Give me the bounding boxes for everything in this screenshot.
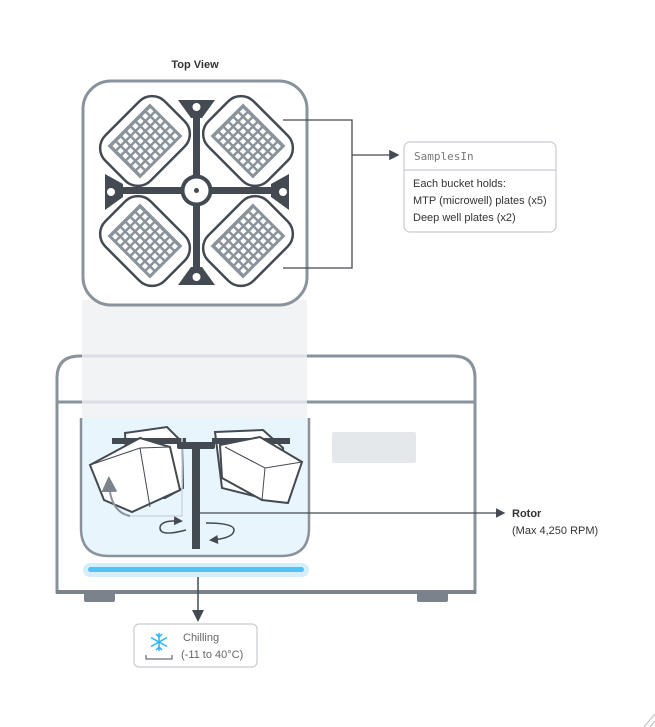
bucket-left <box>88 425 186 517</box>
samples-bracket <box>283 119 353 269</box>
foot-left <box>84 593 115 602</box>
chilling-range: (-11 to 40°C) <box>181 649 243 661</box>
chilling-label: Chilling <box>183 632 219 644</box>
samples-line-2: MTP (microwell) plates (x5) <box>413 195 547 207</box>
samples-line-1: Each bucket holds: <box>413 178 506 190</box>
resize-grip-icon <box>643 713 655 727</box>
bucket-top-left <box>98 94 192 188</box>
bucket-bottom-left <box>98 194 192 288</box>
chilling-element <box>88 567 304 572</box>
projection-beam <box>82 300 307 420</box>
top-view <box>81 79 309 307</box>
rotor-chamber <box>79 418 311 558</box>
bucket-right <box>212 428 304 505</box>
rotor-label: Rotor <box>512 508 542 520</box>
rotor-hub <box>177 442 215 449</box>
bucket-top-right <box>201 94 295 188</box>
display-panel <box>332 432 416 463</box>
samples-line-3: Deep well plates (x2) <box>413 212 516 224</box>
bucket-bottom-right <box>201 194 295 288</box>
rotor-rpm: (Max 4,250 RPM) <box>512 525 598 537</box>
top-view-title: Top View <box>171 59 219 71</box>
samples-in-header: SamplesIn <box>414 150 474 163</box>
rotor-shaft <box>192 447 200 549</box>
chilling-box: Chilling (-11 to 40°C) <box>133 623 258 668</box>
foot-right <box>417 593 448 602</box>
snowflake-icon <box>150 633 168 651</box>
samples-in-box: SamplesIn Each bucket holds: MTP (microw… <box>403 141 557 233</box>
